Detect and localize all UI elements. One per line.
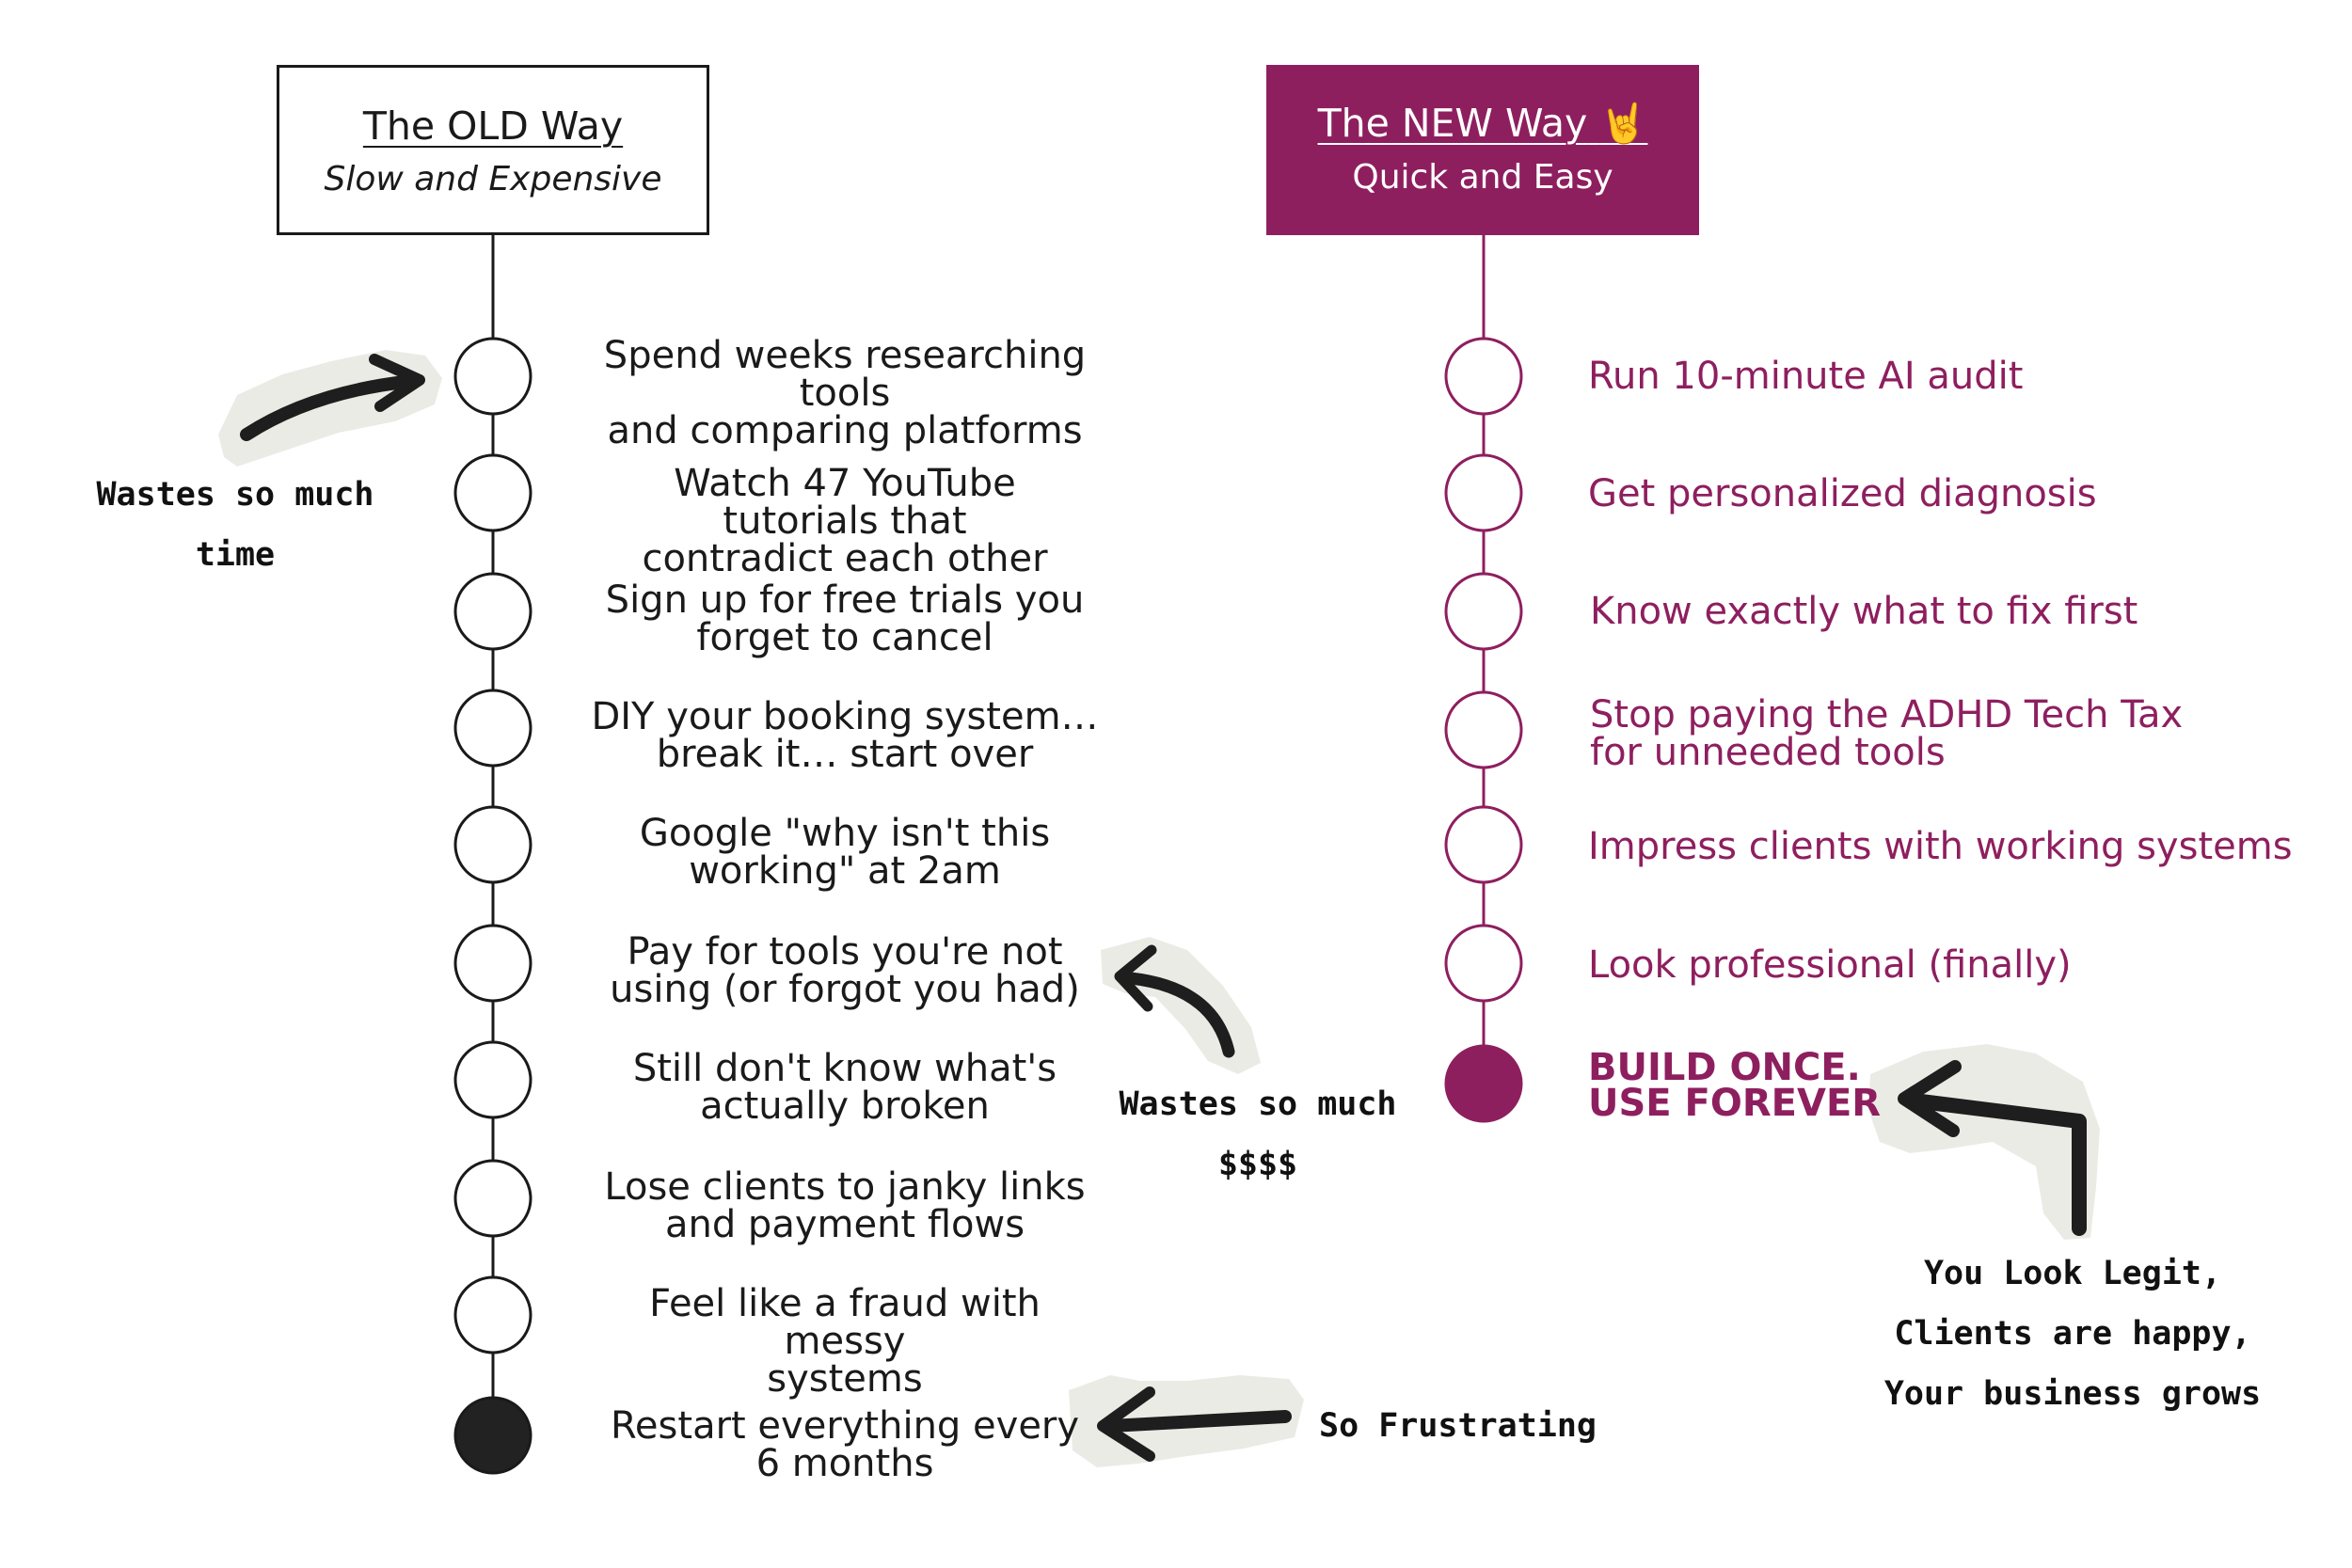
old-step-7-node	[453, 1040, 532, 1119]
old-step-5-node	[453, 805, 532, 884]
new-step-5: Impress clients with working systems	[1588, 825, 2293, 868]
new-step-3: Know exactly what to fix first	[1590, 590, 2138, 633]
note-frustrating: So Frustrating	[1319, 1407, 1597, 1445]
old-step-2: Watch 47 YouTube tutorials that contradi…	[642, 462, 1048, 580]
new-final-step-node	[1444, 1044, 1523, 1123]
note-wastes-money: Wastes so much $$$$	[1119, 1085, 1397, 1183]
new-step-1-node	[1444, 337, 1523, 416]
new-step-2: Get personalized diagnosis	[1588, 472, 2097, 515]
new-step-2-node	[1444, 453, 1523, 532]
note-legit: You Look Legit, Clients are happy, Your …	[1883, 1255, 2262, 1413]
old-step-8: Lose clients to janky links and payment …	[604, 1165, 1086, 1246]
old-way-header: The OLD Way Slow and Expensive	[277, 65, 709, 235]
old-way-title: The OLD Way	[362, 103, 624, 149]
new-step-6-node	[1444, 924, 1523, 1003]
arrow-frustrating	[1097, 1386, 1292, 1462]
paper-patch-legit	[1868, 1044, 2100, 1240]
arrow-legit	[1898, 1060, 2087, 1236]
new-step-3-node	[1444, 572, 1523, 651]
old-step-9: Feel like a fraud with messy systems	[649, 1282, 1041, 1401]
old-step-9-node	[453, 1275, 532, 1354]
paper-patch-money	[1101, 937, 1261, 1074]
arrow-time	[240, 354, 425, 441]
old-step-10-node	[453, 1396, 532, 1475]
rock-hand-icon: 🤘	[1599, 101, 1648, 146]
old-step-1-node	[453, 337, 532, 416]
note-wastes-time: Wastes so much time	[96, 476, 374, 574]
new-way-subtitle: Quick and Easy	[1352, 158, 1613, 197]
paper-patch-time	[218, 350, 442, 467]
old-step-6-node	[453, 924, 532, 1003]
old-step-10: Restart everything every 6 months	[610, 1404, 1080, 1485]
new-step-4-node	[1444, 690, 1523, 769]
new-step-6: Look professional (finally)	[1588, 943, 2072, 987]
new-final-step: BUILD ONCE. USE FOREVER	[1588, 1046, 1882, 1125]
old-step-6: Pay for tools you're not using (or forgo…	[610, 930, 1080, 1011]
new-way-title: The NEW Way 🤘	[1266, 101, 1699, 147]
old-way-subtitle: Slow and Expensive	[324, 160, 662, 198]
new-step-1: Run 10-minute AI audit	[1588, 355, 2024, 398]
old-step-2-node	[453, 453, 532, 532]
old-step-4-node	[453, 689, 532, 768]
new-way-header: The NEW Way 🤘 Quick and Easy	[1266, 65, 1699, 235]
old-step-3-node	[453, 572, 532, 651]
old-step-3: Sign up for free trials you forget to ca…	[605, 578, 1085, 659]
old-step-5: Google "why isn't this working" at 2am	[639, 812, 1051, 893]
new-way-title-text: The NEW Way	[1317, 101, 1588, 146]
new-step-4: Stop paying the ADHD Tech Tax for unneed…	[1590, 693, 2184, 774]
old-step-8-node	[453, 1159, 532, 1238]
new-step-5-node	[1444, 805, 1523, 884]
old-step-1: Spend weeks researching tools and compar…	[603, 334, 1087, 452]
arrow-money	[1114, 944, 1235, 1058]
old-step-4: DIY your booking system… break it… start…	[591, 695, 1099, 776]
old-step-7: Still don't know what's actually broken	[632, 1047, 1057, 1128]
